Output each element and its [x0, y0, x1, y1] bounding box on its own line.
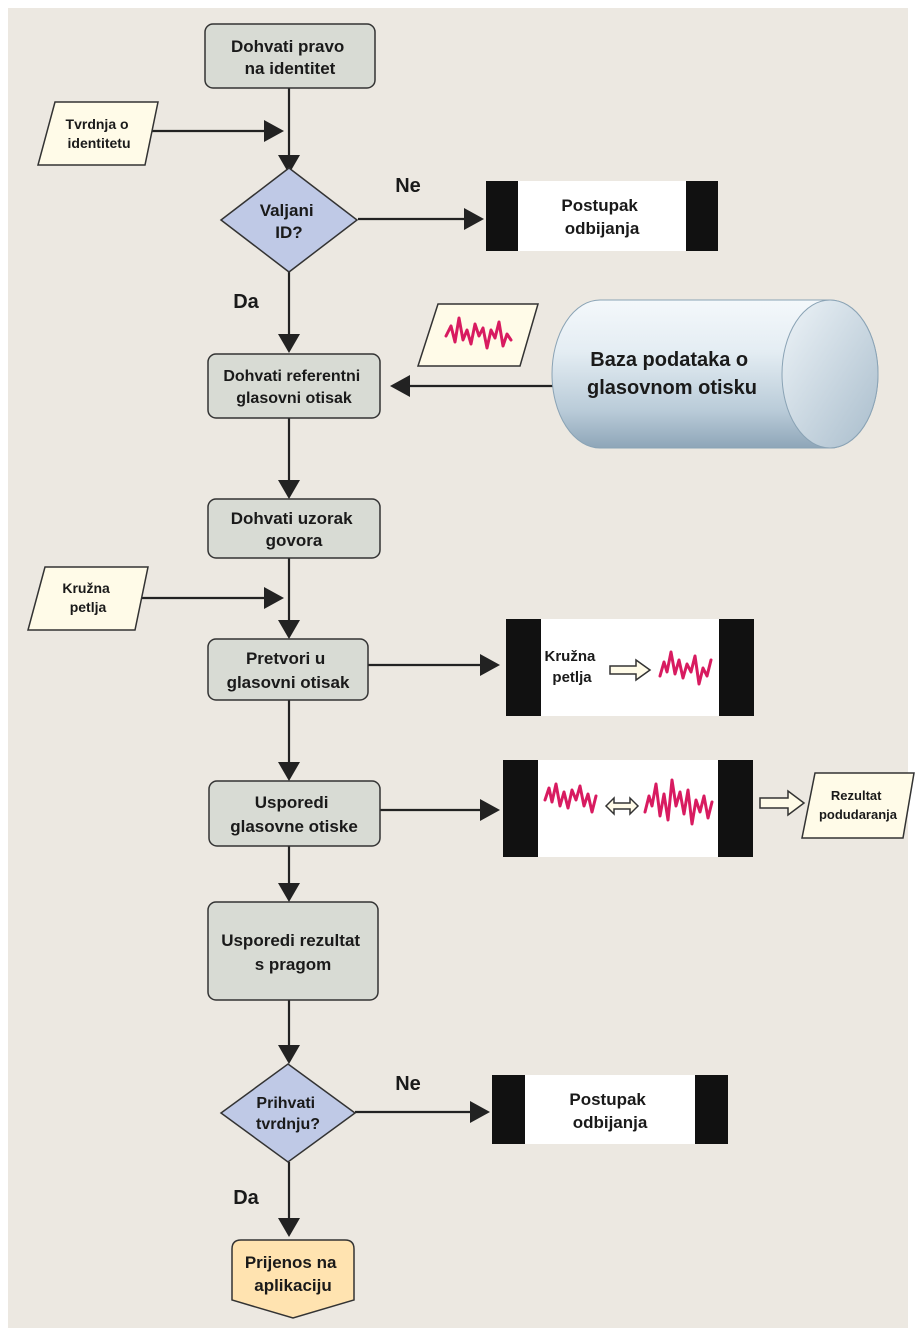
voiceprint-database: Baza podataka o glasovnom otisku: [551, 299, 879, 449]
node-label-line: Usporedi: [255, 793, 329, 812]
node-label-line: petlja: [552, 669, 592, 686]
svg-text:Usporedi glasovne otiske: Usporedi glasovne otiske: [230, 793, 358, 836]
node-label-line: Dohvati pravo: [231, 37, 344, 56]
background-panel: [8, 8, 908, 1328]
node-label-line: Baza podataka o: [590, 349, 748, 371]
arrowhead: [470, 1101, 490, 1123]
node-get-speech-sample: Dohvati uzorak govora: [207, 498, 381, 559]
arrowhead: [278, 620, 300, 639]
svg-text:Usporedi rezultat s prag: Usporedi rezultat s pragom: [221, 931, 365, 974]
arrowhead: [264, 587, 284, 609]
svg-text:Dohvati pravo na identit: Dohvati pravo na identitet: [231, 37, 349, 78]
arrowhead: [278, 155, 300, 174]
terminal-reject-1: Postupak odbijanja: [486, 181, 718, 251]
decision-accept-claim: Prihvati tvrdnju?: [219, 1063, 357, 1163]
node-label-line: glasovnom otisku: [587, 377, 757, 399]
arrowhead: [278, 762, 300, 781]
node-label-line: govora: [266, 531, 323, 550]
node-label-line: Postupak: [561, 196, 638, 215]
node-get-reference-print: Dohvati referentni glasovni otisak: [207, 353, 381, 419]
node-label-line: Dohvati uzorak: [231, 509, 353, 528]
svg-text:Dohvati referentni glaso: Dohvati referentni glasovni otisak: [223, 368, 364, 407]
node-compare-threshold: Usporedi rezultat s pragom: [207, 901, 379, 1001]
edge-label-no: Ne: [395, 175, 421, 197]
double-arrow-icon: [609, 658, 652, 682]
arrowhead: [264, 120, 284, 142]
svg-text:Tvrdnja o identitetu: Tvrdnja o identitetu: [66, 116, 133, 151]
node-compare-prints: Usporedi glasovne otiske: [208, 780, 381, 847]
connectors: [135, 88, 556, 1237]
node-label-line: Prijenos na: [245, 1253, 337, 1272]
double-arrow-icon: [759, 789, 806, 817]
node-label-line: Usporedi rezultat: [221, 931, 360, 950]
decision-valid-id: Valjani ID?: [219, 167, 359, 273]
arrowhead: [278, 1045, 300, 1064]
input-loop: Kružna petlja: [27, 566, 149, 631]
node-label-line: Valjani: [260, 201, 314, 220]
node-label-line: glasovne otiske: [230, 817, 358, 836]
node-label-line: na identitet: [245, 59, 336, 78]
node-label-line: glasovni otisak: [236, 390, 352, 407]
arrowhead: [278, 1218, 300, 1237]
waveform-icon: [643, 778, 714, 826]
node-label-line: identitetu: [68, 135, 131, 151]
waveform-icon: [444, 316, 513, 350]
arrowhead: [390, 375, 410, 397]
svg-text:Dohvati uzorak govora: Dohvati uzorak govora: [231, 509, 358, 550]
node-label-line: Kružna: [544, 648, 595, 665]
node-label-line: glasovni otisak: [227, 673, 350, 692]
node-convert-to-print: Pretvori u glasovni otisak: [207, 638, 369, 701]
arrowhead: [278, 883, 300, 902]
node-label-line: odbijanja: [573, 1113, 648, 1132]
edge-label-yes: Da: [233, 291, 259, 313]
edge-label-yes: Da: [233, 1187, 259, 1209]
node-get-identity-claim: Dohvati pravo na identitet: [204, 23, 376, 89]
voiceprint-card: [416, 303, 539, 367]
compare-output-box: [503, 760, 753, 857]
node-label-line: tvrdnju?: [256, 1116, 320, 1133]
svg-text:Baza podataka o glasovno: Baza podataka o glasovnom otisku: [587, 349, 757, 399]
node-label-line: Kružna: [62, 580, 110, 596]
svg-text:Prijenos na aplikaciju: Prijenos na aplikaciju: [245, 1253, 341, 1295]
svg-text:Kružna petlja: Kružna petlja: [544, 648, 599, 686]
svg-text:Rezultat podudaranja: Rezultat podudaranja: [819, 788, 898, 822]
convert-output-box: Kružna petlja: [506, 619, 754, 716]
svg-text:Postupak odbijanja: Postupak odbijanja: [569, 1090, 650, 1132]
node-label-line: ID?: [275, 223, 302, 242]
node-label-line: s pragom: [255, 955, 332, 974]
terminal-reject-2: Postupak odbijanja: [492, 1075, 728, 1144]
svg-text:Pretvori u glasovni otis: Pretvori u glasovni otisak: [227, 649, 350, 692]
arrowhead: [278, 334, 300, 353]
arrowhead: [464, 208, 484, 230]
node-label-line: aplikaciju: [254, 1276, 331, 1295]
input-identity-claim: Tvrdnja o identitetu: [37, 101, 159, 166]
node-label-line: Prihvati: [256, 1095, 315, 1112]
node-label-line: Tvrdnja o: [66, 116, 129, 132]
node-label-line: Pretvori u: [246, 649, 325, 668]
svg-text:Postupak odbijanja: Postupak odbijanja: [561, 196, 642, 238]
arrowhead: [480, 654, 500, 676]
node-label-line: Rezultat: [831, 788, 882, 803]
arrowhead: [278, 480, 300, 499]
waveform-icon: [658, 650, 713, 686]
node-label-line: podudaranja: [819, 807, 898, 822]
edge-label-no: Ne: [395, 1073, 421, 1095]
terminal-transfer-app: Prijenos na aplikaciju: [231, 1239, 355, 1319]
node-label-line: odbijanja: [565, 219, 640, 238]
waveform-icon: [543, 782, 598, 814]
svg-text:Kružna petlja: Kružna petlja: [62, 580, 113, 615]
output-match-result: Rezultat podudaranja: [801, 772, 915, 839]
node-label-line: petlja: [70, 599, 107, 615]
svg-text:Prihvati tvrdnju?: Prihvati tvrdnju?: [256, 1095, 320, 1133]
cylinder-icon: [781, 299, 879, 449]
arrowhead: [480, 799, 500, 821]
svg-text:Valjani ID?: Valjani ID?: [260, 201, 319, 242]
node-label-line: Dohvati referentni: [223, 368, 360, 385]
double-arrow-icon: [604, 796, 640, 816]
node-label-line: Postupak: [569, 1090, 646, 1109]
